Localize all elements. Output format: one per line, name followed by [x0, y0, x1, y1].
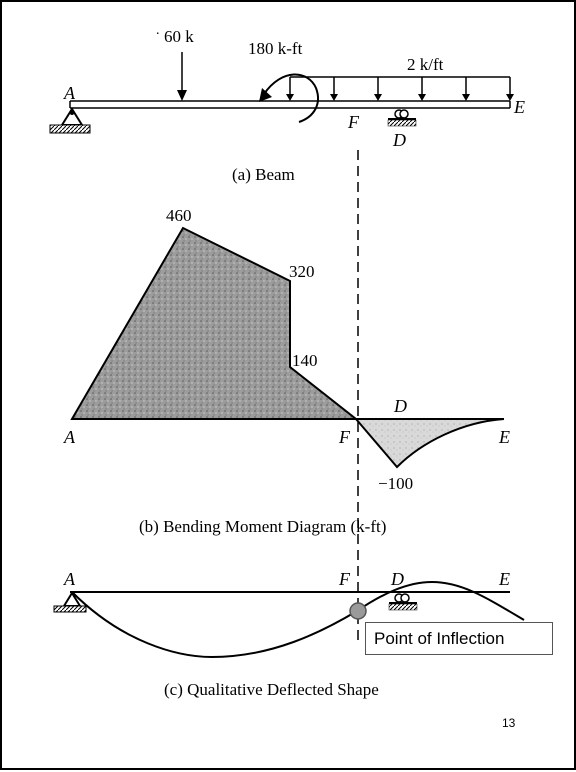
distributed-load-label: 2 k/ft: [407, 55, 444, 74]
beam-label-e: E: [513, 97, 525, 117]
beam: [69, 100, 511, 109]
point-load-arrow: [177, 52, 187, 101]
beam-label-f: F: [347, 112, 360, 132]
deflected-curve: [71, 580, 525, 659]
page-number: 13: [502, 716, 516, 730]
moment-label-a: A: [63, 427, 76, 447]
inflection-point-marker: [349, 602, 367, 620]
moment-value-320: 320: [289, 262, 315, 281]
beam-label-d: D: [392, 130, 406, 150]
moment-label-e: E: [498, 427, 510, 447]
beam-label-a: A: [63, 83, 76, 103]
deflected-label-d: D: [390, 569, 404, 589]
beam-caption: (a) Beam: [232, 165, 295, 184]
moment-negative-region: [355, 418, 505, 469]
moment-positive-region: [70, 226, 359, 420]
roller-support-d: [387, 109, 417, 127]
deflected-label-e: E: [498, 569, 510, 589]
deflected-label-f: F: [338, 569, 351, 589]
moment-diagram-caption: (b) Bending Moment Diagram (k-ft): [139, 517, 386, 536]
moment-value-140: 140: [292, 351, 318, 370]
point-load-dot: .: [156, 23, 160, 38]
point-of-inflection-callout: Point of Inflection: [365, 622, 553, 655]
moment-value-neg100: −100: [378, 474, 413, 493]
moment-label-f: F: [338, 427, 351, 447]
pin-support-a: [49, 107, 91, 134]
roller-support-d-deflected: [388, 593, 418, 611]
moment-value-460: 460: [166, 206, 192, 225]
applied-moment-label: 180 k-ft: [248, 39, 303, 58]
deflected-label-a: A: [63, 569, 76, 589]
point-load-label: 60 k: [164, 27, 194, 46]
applied-moment-arrow: [259, 73, 319, 123]
distributed-load: [286, 76, 514, 101]
deflected-caption: (c) Qualitative Deflected Shape: [164, 680, 379, 699]
pin-support-a-deflected: [53, 591, 87, 613]
moment-label-d: D: [393, 396, 407, 416]
